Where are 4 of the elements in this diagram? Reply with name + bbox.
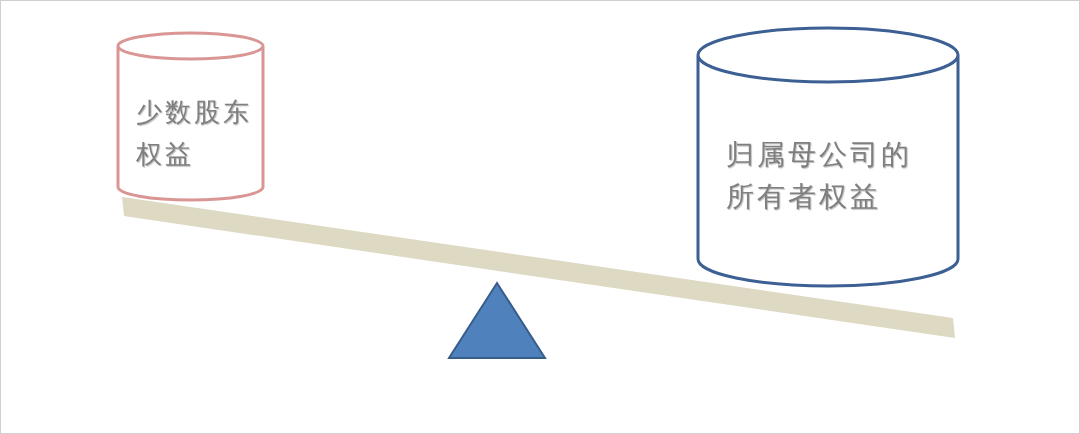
cylinder-label: 少数股东权益 xyxy=(136,96,253,171)
cylinder-label: 归属母公司的所有者权益 xyxy=(726,137,913,215)
cylinder xyxy=(118,33,263,200)
cylinder xyxy=(698,28,958,286)
